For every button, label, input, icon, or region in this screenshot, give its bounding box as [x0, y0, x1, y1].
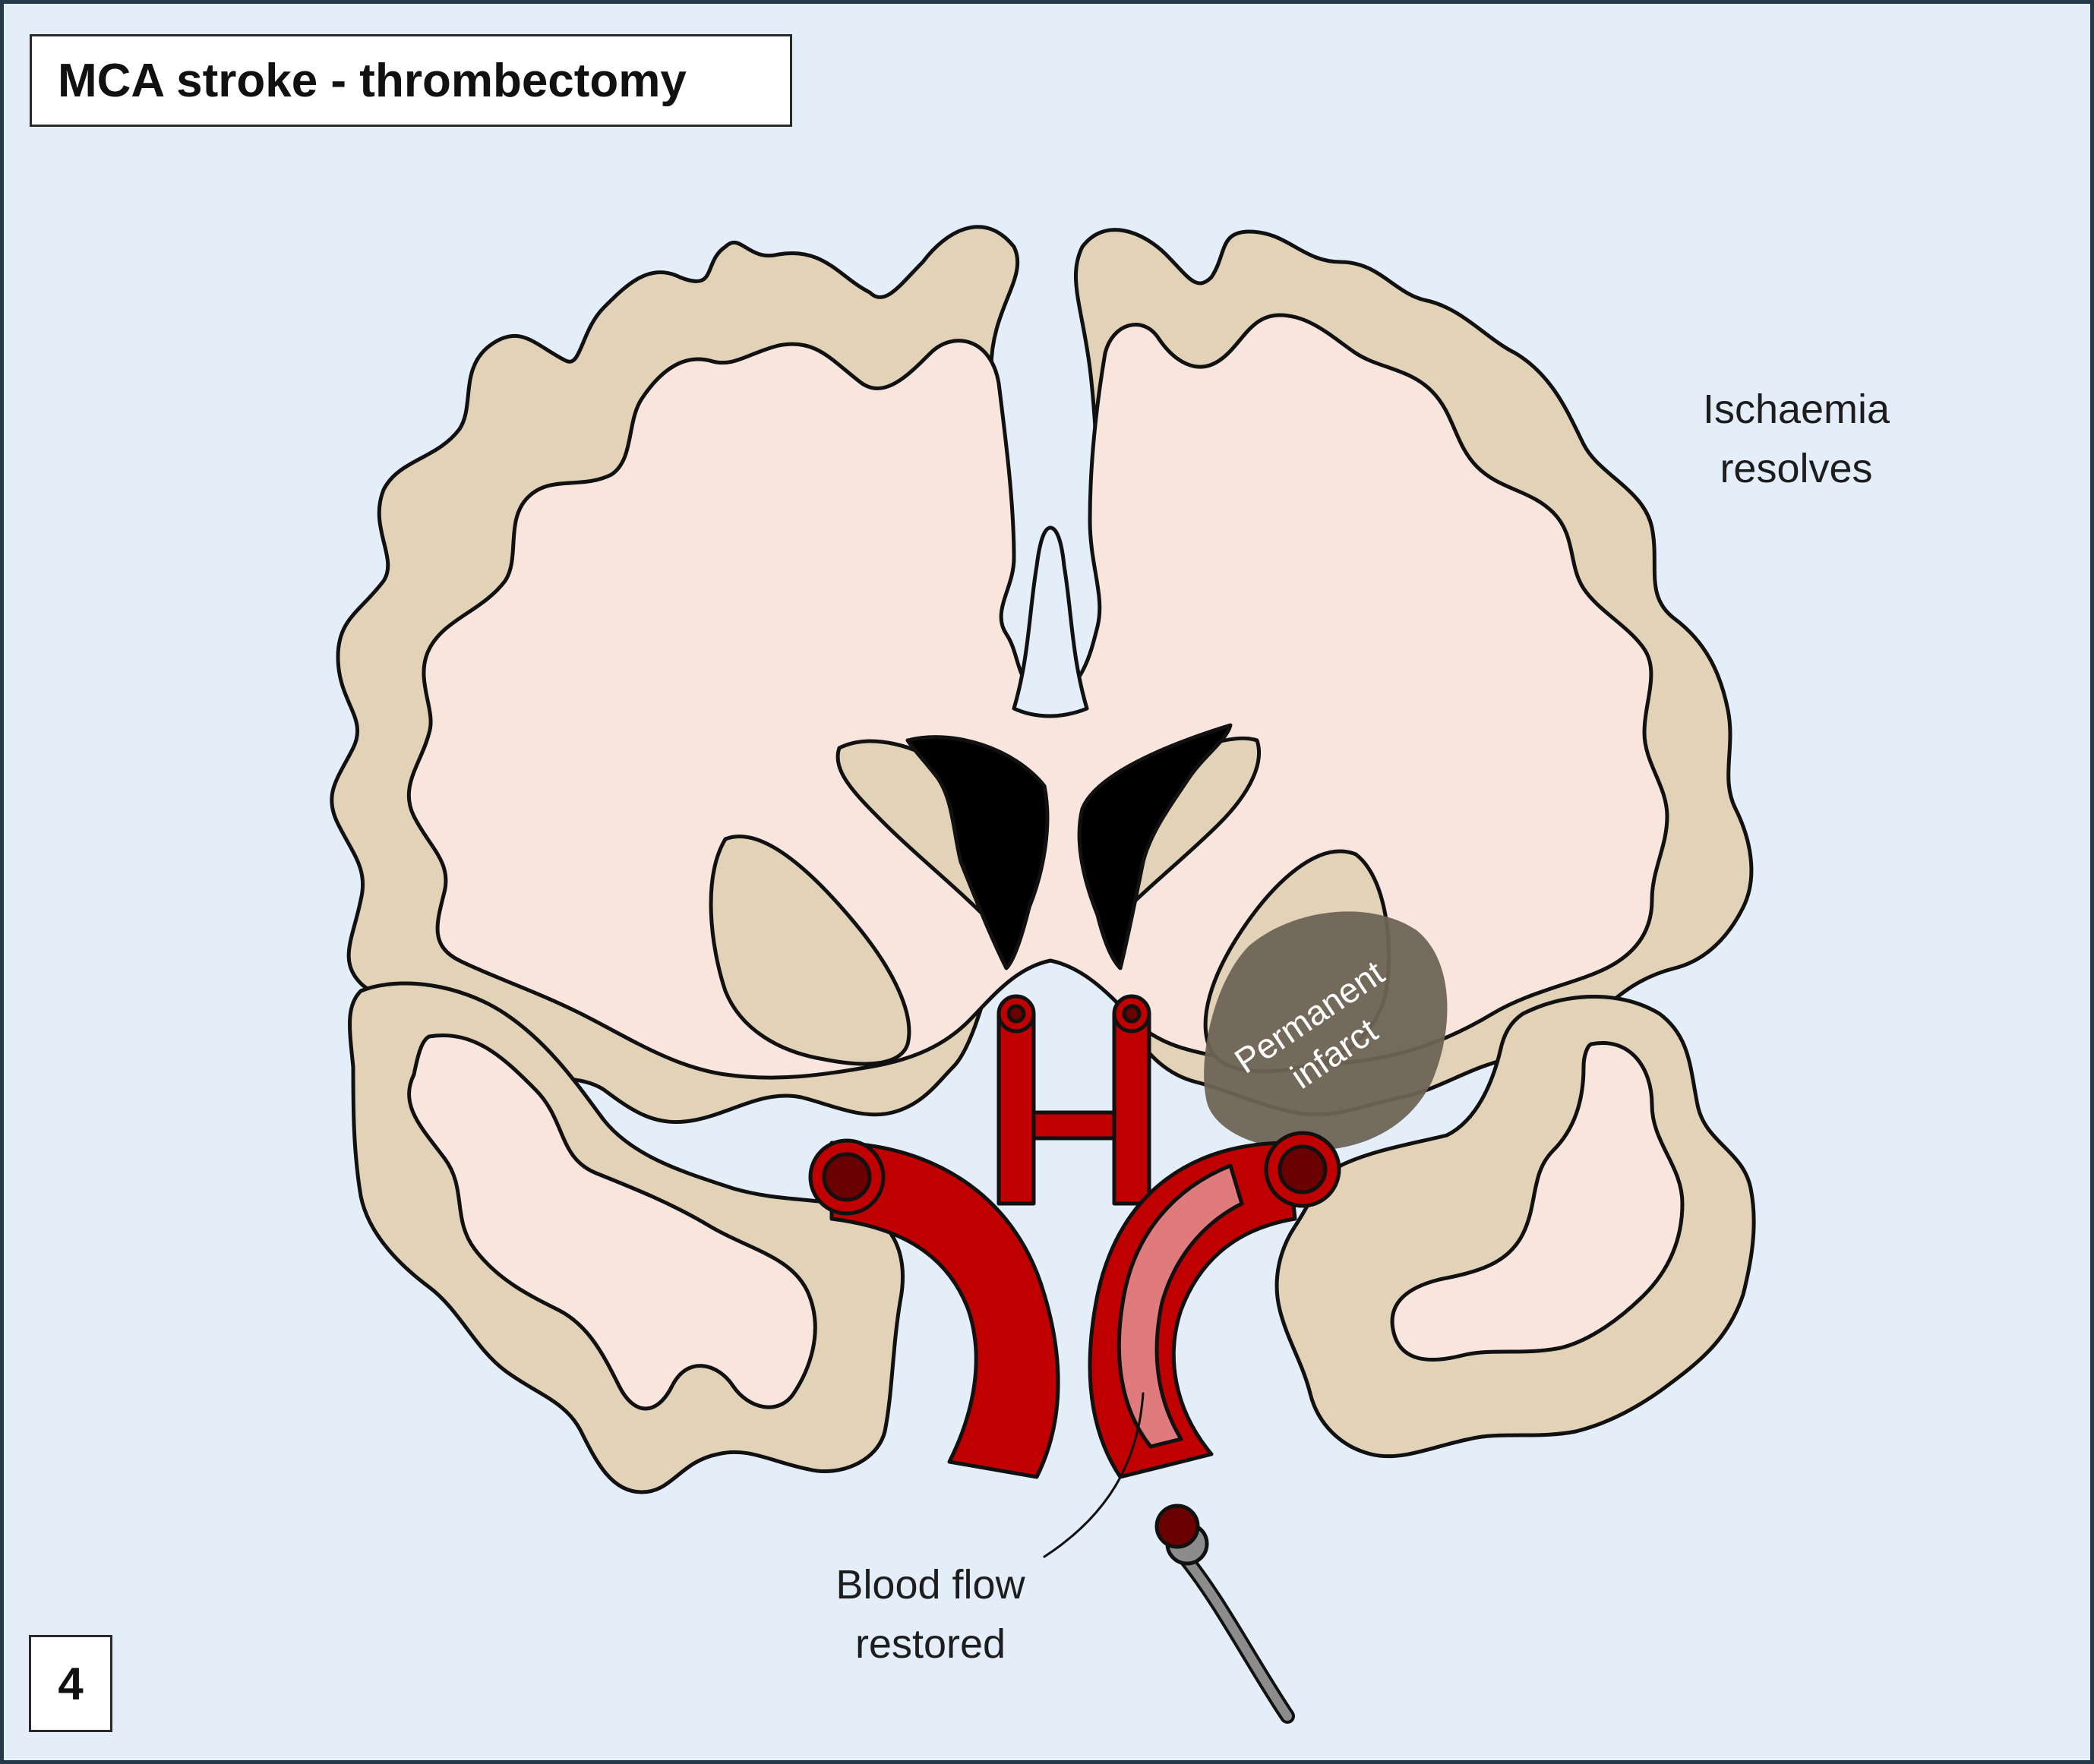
- left-carotid-branch: [996, 1011, 1036, 1206]
- left-temporal-white-matter: [407, 1033, 817, 1411]
- reperfused-vessel-lumen: [1116, 1163, 1244, 1449]
- longitudinal-fissure: [1012, 525, 1089, 718]
- brain-coronal-diagram: [330, 225, 1756, 1724]
- left-artery-lumen-inner: [1006, 1004, 1026, 1024]
- blood-flow-label-line2: restored: [854, 1621, 1006, 1667]
- ischaemia-label-line2: resolves: [1720, 446, 1873, 491]
- right-mca-lumen-inner: [1278, 1144, 1328, 1194]
- blood-flow-label-line1: Blood flow: [835, 1562, 1025, 1608]
- panel-number: 4: [29, 1635, 112, 1732]
- right-artery-lumen-inner: [1122, 1004, 1142, 1024]
- ischaemia-label: Ischaemia resolves: [1652, 380, 1941, 498]
- left-lentiform-nucleus: [709, 835, 911, 1066]
- right-temporal-white-matter: [1390, 1041, 1685, 1362]
- ischaemia-label-line1: Ischaemia: [1702, 387, 1890, 432]
- retrieved-clot: [1154, 1504, 1200, 1549]
- catheter-shaft-inner: [1176, 1548, 1292, 1721]
- left-lateral-ventricle: [905, 735, 1050, 970]
- permanent-infarct-region: [1204, 911, 1448, 1150]
- left-mca-lumen-inner: [822, 1152, 872, 1202]
- flow-pointer-line: [1043, 1392, 1145, 1558]
- right-lateral-ventricle: [1077, 723, 1233, 970]
- communicating-artery: [1031, 1110, 1116, 1141]
- left-middle-cerebral-artery: [829, 1141, 1060, 1479]
- diagram-title: MCA stroke - thrombectomy: [30, 34, 792, 127]
- right-carotid-branch: [1112, 1011, 1151, 1206]
- blood-flow-label: Blood flow restored: [794, 1555, 1067, 1674]
